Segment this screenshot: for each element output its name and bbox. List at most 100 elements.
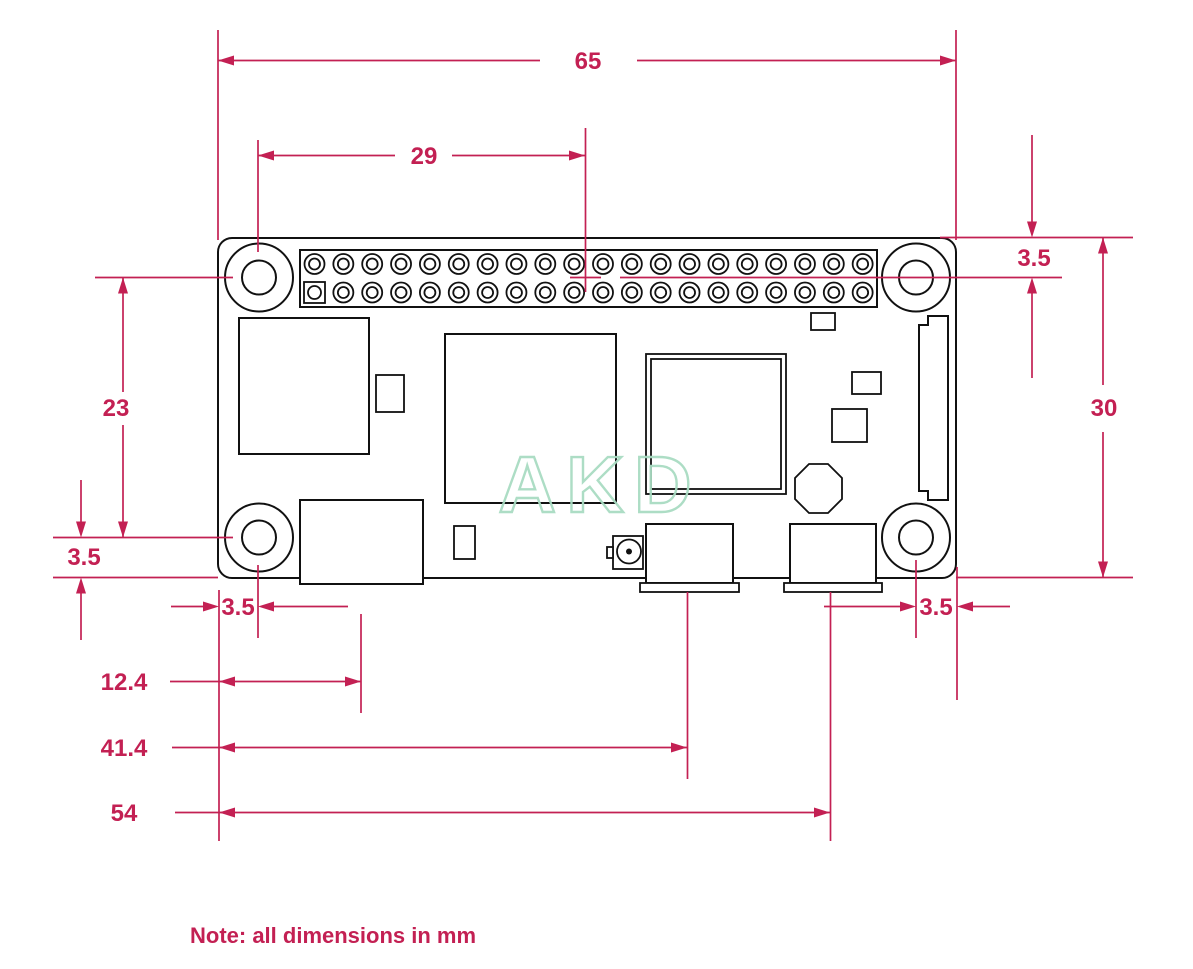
arrowhead xyxy=(957,601,973,612)
gpio-pin-hole xyxy=(856,286,870,299)
gpio-pin-hole xyxy=(538,257,552,271)
gpio-pin-hole xyxy=(683,257,696,271)
arrowhead xyxy=(219,807,235,818)
camera-connector xyxy=(918,315,949,501)
gpio-pin-hole xyxy=(596,286,610,299)
arrowhead xyxy=(258,150,274,161)
dim-hole-offset-bottom-right: 3.5 xyxy=(824,560,1010,700)
arrowhead xyxy=(258,601,274,612)
arrowhead xyxy=(900,601,916,612)
gpio-pin-hole xyxy=(769,286,783,299)
arrowhead xyxy=(118,277,128,294)
arrowhead xyxy=(203,601,219,612)
octagon-component xyxy=(794,463,843,514)
gpio-pin-hole xyxy=(625,286,639,299)
gpio-pin-hole xyxy=(769,257,783,271)
gpio-pin-hole xyxy=(481,257,495,271)
dim-label-3_5-tr: 3.5 xyxy=(1017,245,1050,272)
usb-data-port xyxy=(639,523,740,593)
dim-hdmi-center: 12.4 xyxy=(101,614,362,713)
dim-hole-pitch-vertical: 23 xyxy=(53,276,233,539)
arrowhead xyxy=(671,742,687,753)
dim-board-height: 30 xyxy=(956,237,1133,579)
gpio-pin-hole xyxy=(567,286,581,299)
watermark: AKD xyxy=(498,440,701,529)
arrowhead xyxy=(1098,561,1108,578)
usb-power-port xyxy=(783,523,883,593)
note-text: Note: all dimensions in mm xyxy=(190,923,476,948)
mounting-hole-top-left xyxy=(224,242,294,313)
gpio-pin-hole xyxy=(452,257,466,271)
dim-gpio-center: 29 xyxy=(257,128,601,292)
dim-label-12_4: 12.4 xyxy=(101,669,148,696)
gpio-pins xyxy=(303,253,874,304)
gpio-pin-hole xyxy=(510,286,523,299)
gpio-pin-hole xyxy=(827,257,841,271)
gpio-pin-hole xyxy=(538,286,552,299)
gpio-pin-hole xyxy=(423,257,437,271)
soc-chip xyxy=(444,333,617,504)
arrowhead xyxy=(118,521,128,538)
wireless-module xyxy=(645,353,787,495)
arrowhead xyxy=(1027,277,1037,294)
mounting-hole-bottom-right xyxy=(881,502,951,573)
arrowhead xyxy=(219,742,235,753)
gpio-pin-hole xyxy=(596,257,610,271)
gpio-pin-hole xyxy=(365,286,379,299)
dim-label-3_5-bl: 3.5 xyxy=(221,594,254,621)
mini-hdmi-port xyxy=(299,499,424,585)
arrowhead xyxy=(345,676,361,687)
dim-label-3_5-br: 3.5 xyxy=(919,594,952,621)
gpio-pin-hole xyxy=(394,257,408,271)
arrowhead xyxy=(940,55,956,66)
dim-label-65: 65 xyxy=(575,48,602,75)
gpio-pin-hole xyxy=(567,257,581,271)
gpio-pin-hole xyxy=(307,285,322,300)
gpio-pin-hole xyxy=(654,257,668,271)
gpio-pin-hole xyxy=(712,286,725,299)
small-component-e xyxy=(453,525,476,560)
gpio-pin-hole xyxy=(712,257,725,271)
mounting-hole-bottom-left xyxy=(224,502,294,573)
gpio-pin-hole xyxy=(452,286,466,299)
arrowhead xyxy=(569,150,585,161)
gpio-header-outline xyxy=(299,249,878,308)
gpio-pin-hole xyxy=(798,257,812,271)
arrowhead xyxy=(1027,221,1037,238)
dim-label-30: 30 xyxy=(1091,395,1118,422)
small-component-a xyxy=(375,374,405,413)
small-component-b xyxy=(810,312,836,331)
gpio-pin-hole xyxy=(308,257,321,271)
gpio-pin-hole xyxy=(654,286,668,299)
dim-label-54: 54 xyxy=(111,800,138,827)
gpio-pin-hole xyxy=(683,286,696,299)
arrowhead xyxy=(76,577,86,594)
dim-usb-data-center: 41.4 xyxy=(101,592,689,779)
gpio-pin-hole xyxy=(798,286,812,299)
dim-hole-offset-bottom-left-h: 3.5 xyxy=(171,565,348,841)
gpio-pin-hole xyxy=(740,257,754,271)
gpio-pin-hole xyxy=(510,257,523,271)
gpio-header xyxy=(299,249,878,308)
antenna-connector xyxy=(606,535,644,570)
arrowhead xyxy=(1098,237,1108,254)
dim-hole-offset-bottom-left-v: 3.5 xyxy=(53,480,218,640)
gpio-pin-hole xyxy=(394,286,408,299)
gpio-pin-hole xyxy=(625,257,639,271)
dim-board-width: 65 xyxy=(217,30,957,240)
gpio-pin-hole xyxy=(423,286,437,299)
gpio-pin-hole xyxy=(336,286,350,299)
dim-label-41_4: 41.4 xyxy=(101,735,148,762)
gpio-pin-hole xyxy=(740,286,754,299)
gpio-pin-hole xyxy=(856,257,870,271)
dim-label-23: 23 xyxy=(103,395,130,422)
arrowhead xyxy=(219,676,235,687)
dim-hole-offset-top-right: 3.5 xyxy=(620,135,1133,378)
arrowhead xyxy=(76,521,86,538)
sd-card-slot xyxy=(238,317,370,455)
small-component-c xyxy=(851,371,882,395)
dim-label-29: 29 xyxy=(411,143,438,170)
arrowhead xyxy=(814,807,830,818)
